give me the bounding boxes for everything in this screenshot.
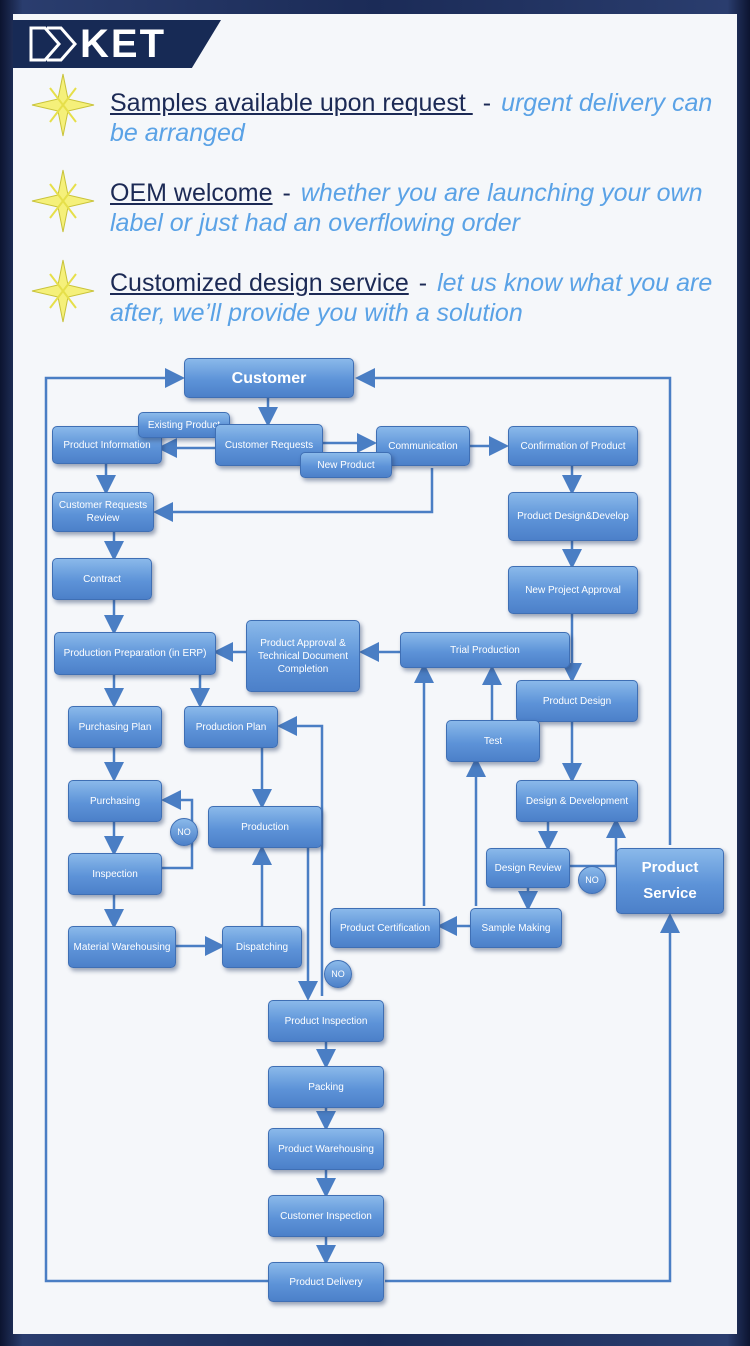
node-purchasing: Purchasing: [68, 780, 162, 822]
sparkle-star-icon: [31, 259, 95, 323]
bullet-subtext: urgent delivery can be arranged: [110, 89, 713, 147]
node-product-warehousing: Product Warehousing: [268, 1128, 384, 1170]
bullet-heading: Customized design service: [110, 269, 409, 297]
node-production: Production: [208, 806, 322, 848]
node-material-warehousing: Material Warehousing: [68, 926, 176, 968]
node-product-certification: Product Certification: [330, 908, 440, 948]
bullet-subtext: whether you are launching your own label…: [110, 179, 703, 237]
node-product-design-develop: Product Design&Develop: [508, 492, 638, 541]
node-design-development: Design & Development: [516, 780, 638, 822]
node-packing: Packing: [268, 1066, 384, 1108]
node-production-plan: Production Plan: [184, 706, 278, 748]
no-decision-product-inspection: NO: [324, 960, 352, 988]
node-new-project-approval: New Project Approval: [508, 566, 638, 614]
bullet-heading: Samples available upon request: [110, 89, 473, 117]
logo-text: KET: [80, 22, 166, 66]
logo-banner: [13, 20, 221, 68]
ket-logo-mark-icon: [29, 26, 77, 62]
node-product-inspection: Product Inspection: [268, 1000, 384, 1042]
bullet-subtext: let us know what you are after, we’ll pr…: [110, 269, 713, 327]
bullet-oem: OEM welcome-whether you are launching yo…: [110, 178, 730, 238]
sparkle-star-icon: [31, 73, 95, 137]
node-product-approval: Product Approval & Technical Document Co…: [246, 620, 360, 692]
node-inspection: Inspection: [68, 853, 162, 895]
node-confirmation-of-product: Confirmation of Product: [508, 426, 638, 466]
bullet-dash: -: [282, 179, 291, 207]
node-production-preparation: Production Preparation (in ERP): [54, 632, 216, 675]
node-contract: Contract: [52, 558, 152, 600]
node-trial-production: Trial Production: [400, 632, 570, 668]
node-design-review: Design Review: [486, 848, 570, 888]
node-dispatching: Dispatching: [222, 926, 302, 968]
sparkle-star-icon: [31, 169, 95, 233]
node-customer: Customer: [184, 358, 354, 398]
node-existing-product: Existing Product: [138, 412, 230, 438]
node-customer-requests-review: Customer Requests Review: [52, 492, 154, 532]
bullet-samples: Samples available upon request -urgent d…: [110, 88, 730, 148]
node-product-design: Product Design: [516, 680, 638, 722]
node-customer-inspection: Customer Inspection: [268, 1195, 384, 1237]
bullet-dash: -: [418, 269, 428, 297]
node-purchasing-plan: Purchasing Plan: [68, 706, 162, 748]
no-decision-purchasing: NO: [170, 818, 198, 846]
node-product-delivery: Product Delivery: [268, 1262, 384, 1302]
bullet-custom-design: Customized design service-let us know wh…: [110, 268, 730, 328]
node-sample-making: Sample Making: [470, 908, 562, 948]
bullet-heading: OEM welcome: [110, 179, 273, 207]
node-new-product: New Product: [300, 452, 392, 478]
bullet-dash: -: [482, 89, 492, 117]
node-product-service: Product Service: [616, 848, 724, 914]
node-test: Test: [446, 720, 540, 762]
no-decision-design-review: NO: [578, 866, 606, 894]
